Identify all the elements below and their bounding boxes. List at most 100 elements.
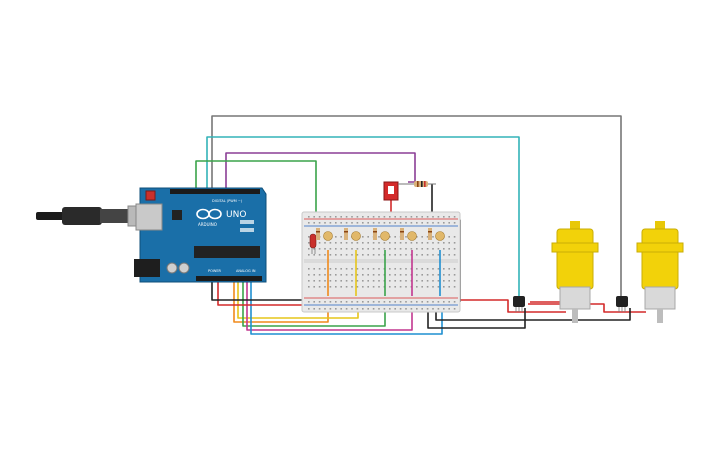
breadboard-hole bbox=[437, 216, 440, 218]
breadboard-hole bbox=[448, 222, 450, 224]
breadboard-hole bbox=[324, 286, 326, 288]
breadboard-hole bbox=[356, 222, 359, 224]
breadboard-hole bbox=[318, 268, 321, 270]
breadboard-hole bbox=[443, 280, 445, 282]
breadboard[interactable] bbox=[301, 211, 461, 313]
resistor[interactable] bbox=[398, 181, 436, 187]
breadboard-hole bbox=[410, 222, 413, 224]
breadboard-hole bbox=[308, 286, 310, 288]
transistor-icon[interactable] bbox=[616, 296, 628, 312]
breadboard-hole bbox=[443, 274, 445, 276]
breadboard-hole bbox=[416, 301, 418, 303]
breadboard-hole bbox=[378, 286, 380, 288]
breadboard-hole bbox=[416, 216, 418, 218]
breadboard-hole bbox=[437, 274, 440, 276]
breadboard-hole bbox=[405, 286, 407, 288]
breadboard-hole bbox=[313, 286, 315, 288]
arduino-board[interactable]: UNO ARDUINO DIGITAL (PWM ~) POWER ANALOG… bbox=[134, 187, 267, 283]
breadboard-hole bbox=[308, 216, 310, 218]
wire-black-motor2[interactable] bbox=[435, 308, 631, 321]
wire-teal[interactable] bbox=[206, 136, 520, 300]
breadboard-hole bbox=[356, 216, 359, 218]
transistor-icon[interactable] bbox=[513, 296, 525, 312]
breadboard-hole bbox=[308, 274, 310, 276]
photoresistor[interactable] bbox=[344, 228, 361, 241]
breadboard-hole bbox=[389, 254, 391, 256]
breadboard-hole bbox=[351, 308, 353, 310]
breadboard-hole bbox=[443, 301, 445, 303]
photoresistor[interactable] bbox=[316, 228, 333, 241]
breadboard-hole bbox=[437, 242, 440, 244]
photoresistor[interactable] bbox=[373, 228, 390, 241]
breadboard-hole bbox=[426, 286, 429, 288]
breadboard-hole bbox=[324, 280, 326, 282]
reset-button[interactable] bbox=[145, 190, 156, 201]
breadboard-hole bbox=[394, 222, 396, 224]
slide-switch[interactable] bbox=[383, 181, 399, 201]
breadboard-hole bbox=[399, 254, 402, 256]
photoresistor[interactable] bbox=[428, 228, 445, 241]
breadboard-hole bbox=[378, 274, 380, 276]
wire-black-motor1[interactable] bbox=[427, 304, 526, 329]
wire-gray[interactable] bbox=[211, 115, 622, 300]
breadboard-hole bbox=[394, 308, 396, 310]
breadboard-hole bbox=[394, 268, 396, 270]
breadboard-hole bbox=[394, 236, 396, 238]
breadboard-hole bbox=[453, 286, 456, 288]
breadboard-hole bbox=[372, 216, 375, 218]
wire-green[interactable] bbox=[195, 160, 317, 232]
breadboard-hole bbox=[416, 222, 418, 224]
breadboard-hole bbox=[448, 308, 450, 310]
wire-black-gnd[interactable] bbox=[211, 282, 302, 301]
breadboard-hole bbox=[389, 242, 391, 244]
wire-magenta[interactable] bbox=[246, 282, 413, 331]
breadboard-hole bbox=[372, 274, 375, 276]
wire-purple[interactable] bbox=[225, 152, 416, 190]
breadboard-hole bbox=[426, 280, 429, 282]
breadboard-hole bbox=[362, 236, 364, 238]
breadboard-hole bbox=[362, 308, 364, 310]
wire-red-motor1[interactable] bbox=[458, 299, 566, 313]
breadboard-hole bbox=[308, 222, 310, 224]
wire-red-power[interactable] bbox=[217, 282, 302, 306]
breadboard-hole bbox=[405, 242, 407, 244]
breadboard-hole bbox=[356, 242, 359, 244]
dc-gear-motor-icon[interactable] bbox=[551, 221, 599, 323]
breadboard-hole bbox=[362, 268, 364, 270]
breadboard-hole bbox=[416, 242, 418, 244]
breadboard-hole bbox=[340, 216, 342, 218]
breadboard-hole bbox=[324, 248, 326, 250]
breadboard-hole bbox=[421, 254, 423, 256]
breadboard-hole bbox=[318, 308, 321, 310]
breadboard-hole bbox=[421, 216, 423, 218]
breadboard-hole bbox=[340, 268, 342, 270]
breadboard-hole bbox=[394, 254, 396, 256]
breadboard-hole bbox=[335, 274, 337, 276]
breadboard-hole bbox=[410, 248, 413, 250]
breadboard-hole bbox=[329, 308, 332, 310]
breadboard-hole bbox=[324, 308, 326, 310]
digital-header bbox=[170, 189, 260, 194]
breadboard-hole bbox=[318, 216, 321, 218]
breadboard-hole bbox=[356, 268, 359, 270]
breadboard-hole bbox=[308, 301, 310, 303]
breadboard-hole bbox=[421, 236, 423, 238]
breadboard-hole bbox=[372, 308, 375, 310]
breadboard-hole bbox=[308, 308, 310, 310]
breadboard-hole bbox=[421, 301, 423, 303]
arduino-maker: ARDUINO bbox=[198, 222, 217, 227]
breadboard-hole bbox=[378, 308, 380, 310]
breadboard-hole bbox=[345, 301, 348, 303]
usb-port bbox=[135, 203, 163, 231]
breadboard-hole bbox=[453, 248, 456, 250]
led[interactable] bbox=[309, 233, 317, 254]
breadboard-hole bbox=[362, 242, 364, 244]
photoresistor[interactable] bbox=[400, 228, 417, 241]
breadboard-hole bbox=[421, 280, 423, 282]
wire-blue[interactable] bbox=[250, 282, 443, 335]
breadboard-hole bbox=[335, 248, 337, 250]
breadboard-hole bbox=[443, 222, 445, 224]
breadboard-hole bbox=[421, 242, 423, 244]
dc-gear-motor-icon[interactable] bbox=[636, 221, 684, 323]
